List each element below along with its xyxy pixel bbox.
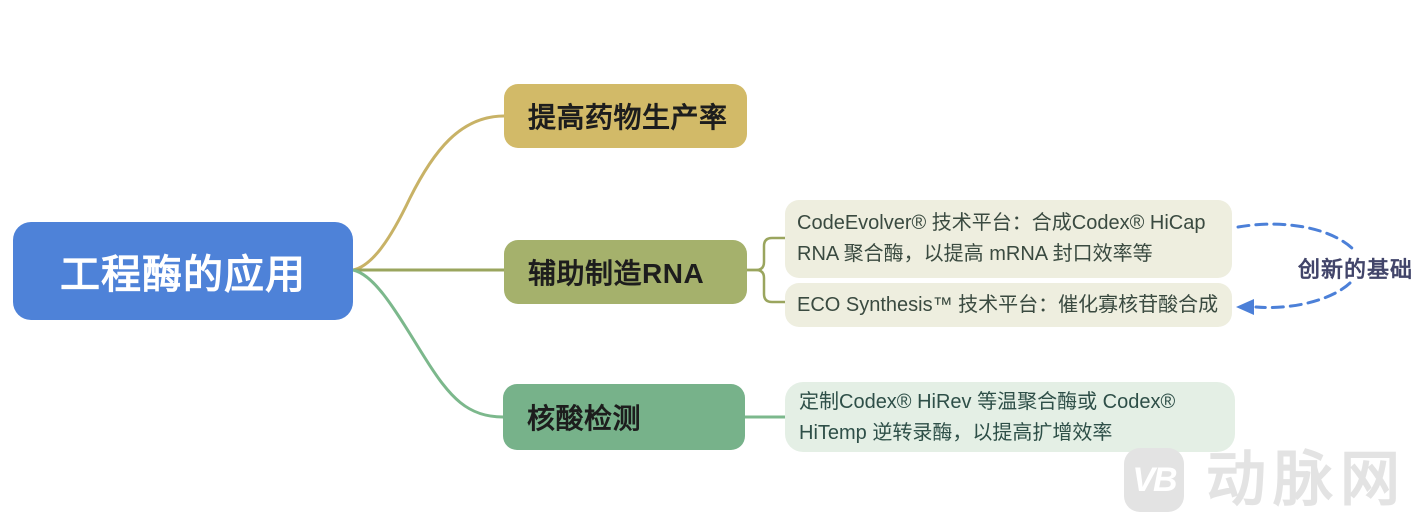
- watermark: VB 动脉网: [1124, 448, 1407, 512]
- subnode-codex-hirev[interactable]: 定制Codex® HiRev 等温聚合酶或 Codex® HiTemp 逆转录酶…: [785, 382, 1235, 452]
- subnode-codeevolver-line1: CodeEvolver® 技术平台：合成Codex® HiCap: [797, 212, 1206, 234]
- connector-root-to-drug-yield: [352, 114, 505, 272]
- branch-node-nucleic-acid[interactable]: 核酸检测: [503, 384, 745, 450]
- dashed-arrow-from-codeevolver: [1236, 222, 1356, 252]
- vb-logo-text: VB: [1132, 460, 1177, 499]
- subnode-codex-hirev-line2: HiTemp 逆转录酶，以提高扩增效率: [799, 422, 1113, 444]
- connector-rna-to-eco: [747, 268, 785, 304]
- branch-node-rna[interactable]: 辅助制造RNA: [504, 240, 747, 304]
- subnode-codeevolver-line2: RNA 聚合酶，以提高 mRNA 封口效率等: [797, 243, 1153, 265]
- annotation-innovation-basis[interactable]: 创新的基础: [1298, 257, 1414, 282]
- connector-root-to-nucleic-acid: [352, 268, 504, 419]
- subnode-eco-synthesis[interactable]: ECO Synthesis™ 技术平台：催化寡核苷酸合成: [785, 283, 1232, 327]
- arrowhead-left-icon: [1236, 299, 1254, 315]
- branch-node-drug-yield[interactable]: 提高药物生产率: [504, 84, 747, 148]
- watermark-text: 动脉网: [1206, 446, 1407, 513]
- subnode-codex-hirev-line1: 定制Codex® HiRev 等温聚合酶或 Codex®: [799, 391, 1176, 413]
- vb-logo-icon: VB: [1124, 448, 1184, 512]
- dashed-arrow-to-eco: [1254, 281, 1352, 310]
- connector-rna-to-codeevolver: [747, 236, 785, 272]
- subnode-codeevolver[interactable]: CodeEvolver® 技术平台：合成Codex® HiCap RNA 聚合酶…: [785, 200, 1232, 278]
- root-node[interactable]: 工程酶的应用: [13, 222, 353, 320]
- subnode-eco-synthesis-line1: ECO Synthesis™ 技术平台：催化寡核苷酸合成: [797, 293, 1219, 316]
